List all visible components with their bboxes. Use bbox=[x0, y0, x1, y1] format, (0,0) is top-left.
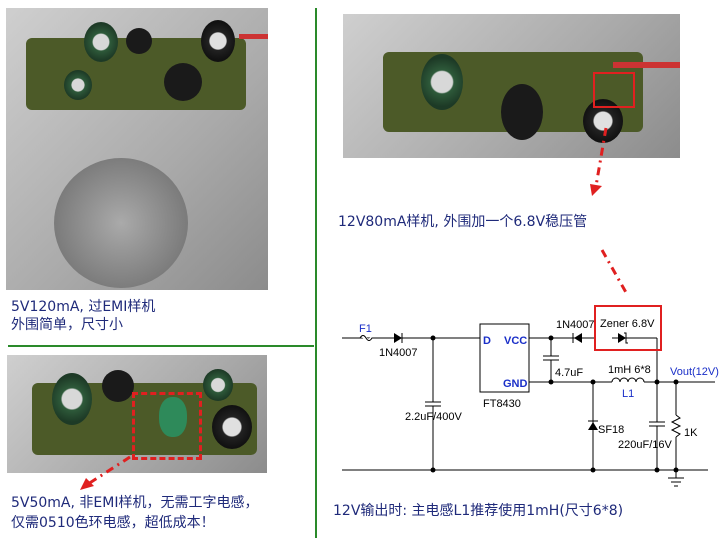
horizontal-divider bbox=[8, 345, 314, 347]
cap-vcc-label: 4.7uF bbox=[555, 367, 583, 379]
zener-label: Zener 6.8V bbox=[600, 318, 655, 330]
zener-highlight-box bbox=[594, 305, 662, 351]
caption-5v50ma-line1: 5V50mA, 非EMI样机，无需工字电感， bbox=[11, 495, 259, 511]
caption-5v50ma-line2: 仅需0510色环电感，超低成本！ bbox=[11, 515, 215, 531]
arrow-caption-to-zener bbox=[600, 249, 630, 297]
sf18-symbol bbox=[588, 422, 598, 430]
vertical-divider bbox=[315, 8, 317, 538]
resistor-label: 1K bbox=[684, 427, 698, 439]
ic-label: FT8430 bbox=[483, 398, 521, 410]
photo-5v120ma-board-with-coin bbox=[6, 8, 268, 290]
caption-12v80ma: 12V80mA样机, 外围加一个6.8V稳压管 bbox=[338, 214, 588, 230]
arrowhead bbox=[590, 184, 602, 196]
caption-5v120ma-line2: 外围简单，尺寸小 bbox=[11, 317, 123, 333]
inductor-value-label: 1mH 6*8 bbox=[608, 364, 651, 376]
caption-5v120ma-line1: 5V120mA, 过EMI样机 bbox=[11, 299, 156, 315]
output-label: Vout(12V) bbox=[670, 366, 719, 378]
photo-5v50ma-board bbox=[7, 355, 267, 473]
pin-vcc: VCC bbox=[504, 335, 527, 347]
fuse-label: F1 bbox=[359, 323, 372, 335]
inductor-ref-label: L1 bbox=[622, 388, 634, 400]
cap-out-label: 220uF/16V bbox=[618, 439, 672, 451]
diode-vcc-symbol bbox=[574, 333, 582, 343]
arrowhead bbox=[80, 478, 94, 490]
pin-d: D bbox=[483, 335, 491, 347]
arrow-inductor-to-caption bbox=[87, 455, 131, 486]
cap-in-label: 2.2uF/400V bbox=[405, 411, 463, 423]
photo-12v80ma-board bbox=[343, 14, 680, 158]
diode-in-symbol bbox=[394, 333, 402, 343]
caption-12v-inductor-note: 12V输出时: 主电感L1推荐使用1mH(尺寸6*8) bbox=[333, 503, 624, 519]
pin-gnd: GND bbox=[503, 378, 528, 390]
zener-symbol bbox=[618, 333, 626, 343]
sf18-label: SF18 bbox=[598, 424, 624, 436]
diode-in-label: 1N4007 bbox=[379, 347, 418, 359]
diode-vcc-label: 1N4007 bbox=[556, 319, 595, 331]
